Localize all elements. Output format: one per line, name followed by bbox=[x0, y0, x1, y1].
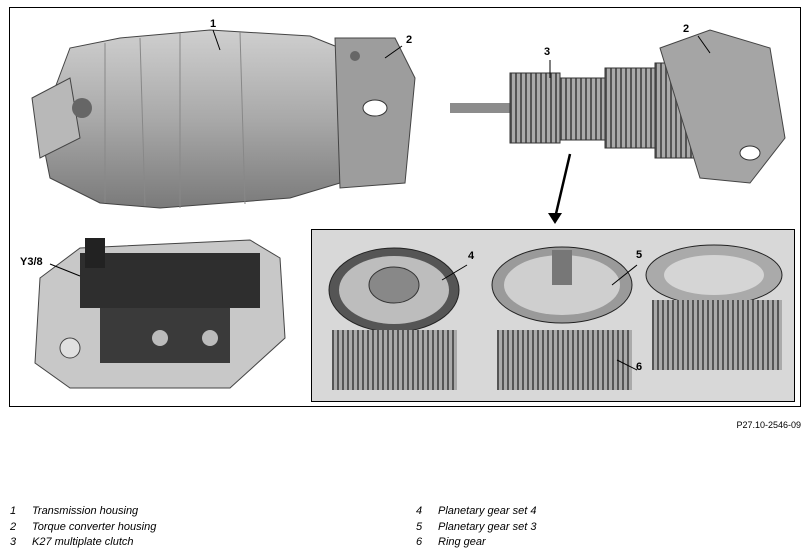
legend-text: Ring gear bbox=[438, 536, 486, 548]
transmission-housing-image bbox=[31, 29, 416, 209]
legend-num: 4 bbox=[416, 505, 423, 517]
figure-frame: 1 2 2 3 Y3/8 4 5 6 bbox=[9, 7, 801, 407]
callout-6: 6 bbox=[636, 361, 643, 373]
callout-y3-8: Y3/8 bbox=[20, 256, 43, 268]
callout-2-left: 2 bbox=[406, 34, 413, 46]
valve-body-image bbox=[34, 238, 286, 389]
callout-2-right: 2 bbox=[683, 23, 690, 35]
legend-text: Planetary gear set 3 bbox=[438, 520, 537, 533]
legend-num: 3 bbox=[10, 536, 17, 548]
legend-num: 5 bbox=[416, 520, 423, 533]
figure-illustration bbox=[31, 29, 786, 389]
callout-5: 5 bbox=[636, 249, 643, 261]
legend-num: 1 bbox=[10, 505, 17, 517]
gearset-image bbox=[450, 29, 786, 184]
detail-illustration bbox=[328, 244, 783, 390]
legend-text: K27 multiplate clutch bbox=[32, 536, 134, 548]
callout-3: 3 bbox=[544, 46, 551, 58]
legend-item: 5 Planetary gear set 3 bbox=[416, 520, 536, 536]
detail-inset bbox=[311, 229, 795, 402]
legend-right: 4 Planetary gear set 4 5 Planetary gear se… bbox=[416, 504, 536, 551]
legend-item: 3 K27 multiplate clutch bbox=[10, 535, 156, 551]
legend-num: 2 bbox=[10, 520, 17, 533]
figure-code: P27.10-2546-09 bbox=[736, 420, 801, 430]
legend-item: 6 Ring gear bbox=[416, 535, 536, 551]
legend-item: 4 Planetary gear set 4 bbox=[416, 504, 536, 520]
legend-item: 2 Torque converter housing bbox=[10, 520, 156, 536]
legend-text: Planetary gear set 4 bbox=[438, 505, 537, 517]
legend-num: 6 bbox=[416, 536, 423, 548]
legend-item: 1 Transmission housing bbox=[10, 504, 156, 520]
callout-4: 4 bbox=[468, 250, 475, 262]
legend-text: Transmission housing bbox=[32, 505, 139, 517]
legend-text: Torque converter housing bbox=[32, 520, 157, 533]
callout-1: 1 bbox=[210, 18, 217, 30]
legend-left: 1 Transmission housing 2 Torque converter … bbox=[10, 504, 156, 551]
